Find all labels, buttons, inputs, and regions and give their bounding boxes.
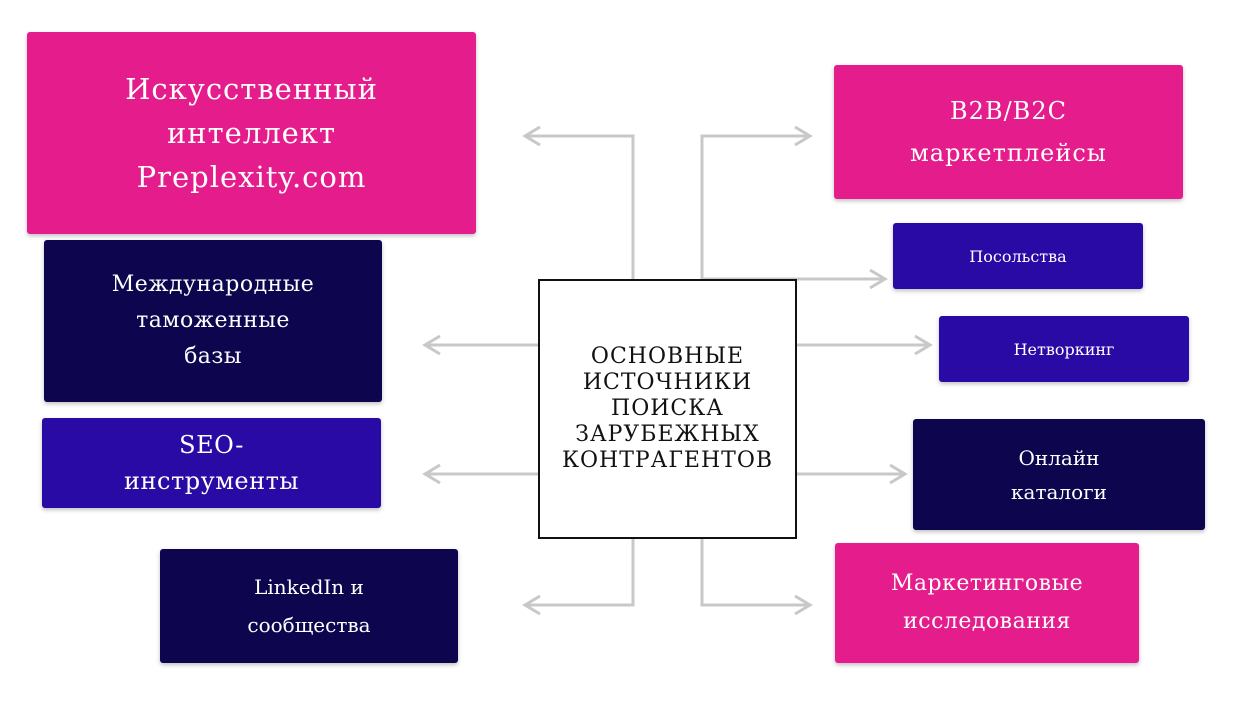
arrow-research <box>794 594 813 616</box>
source-market-research: Маркетинговые исследования <box>835 543 1139 663</box>
source-customs-databases: Международные таможенные базы <box>44 240 382 402</box>
source-linkedin-communities: LinkedIn и сообщества <box>160 549 458 663</box>
arrow-ai <box>522 125 541 147</box>
connector-linkedin <box>525 539 635 607</box>
source-online-catalogs: Онлайн каталоги <box>913 419 1205 530</box>
source-ai-perplexity: Искусственный интеллект Preplexity.com <box>27 32 476 234</box>
connector-ai <box>525 134 635 279</box>
arrow-embassies <box>869 268 888 290</box>
arrow-marketplaces <box>794 125 813 147</box>
connector-marketplaces <box>700 134 810 279</box>
arrow-seo <box>422 463 441 485</box>
source-seo-tools: SEO- инструменты <box>42 418 381 508</box>
center-node: ОСНОВНЫЕ ИСТОЧНИКИ ПОИСКА ЗАРУБЕЖНЫХ КОН… <box>538 279 797 539</box>
arrow-catalogs <box>889 463 908 485</box>
arrow-customs <box>422 334 441 356</box>
connector-research <box>700 539 810 607</box>
source-marketplaces: B2B/B2C маркетплейсы <box>834 65 1183 199</box>
source-embassies: Посольства <box>893 223 1143 289</box>
arrow-linkedin <box>522 594 541 616</box>
arrow-networking <box>914 334 933 356</box>
source-networking: Нетворкинг <box>939 316 1189 382</box>
